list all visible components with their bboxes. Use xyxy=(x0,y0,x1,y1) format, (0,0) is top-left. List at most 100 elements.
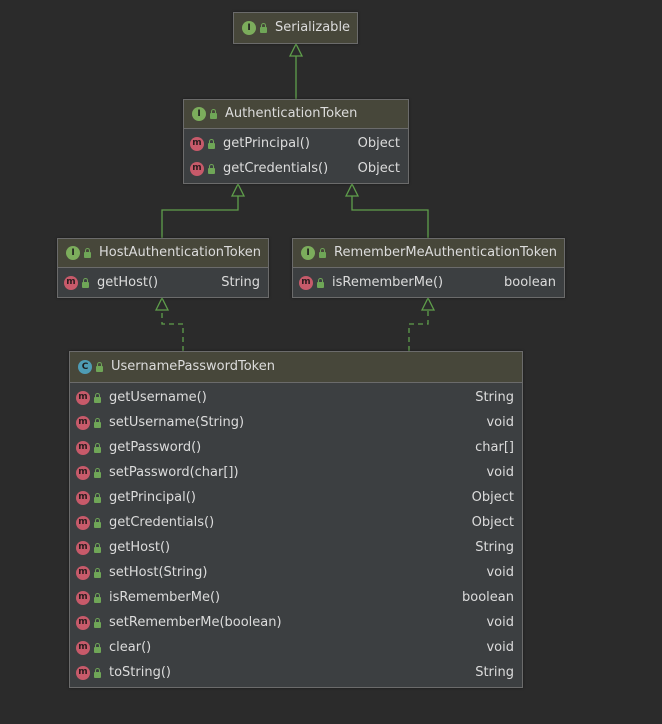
username-password-token-node[interactable]: C UsernamePasswordToken m getUsername() … xyxy=(69,351,523,688)
method-row[interactable]: m setUsername(String) void xyxy=(70,410,522,435)
edge-rememberme-token-to-authentication-token xyxy=(351,196,429,238)
public-visibility-icon xyxy=(93,667,103,679)
public-visibility-icon xyxy=(93,517,103,529)
method-name: setPassword(char[]) xyxy=(109,465,239,480)
node-title: Serializable xyxy=(275,20,351,35)
method-row[interactable]: m isRememberMe() boolean xyxy=(293,270,564,295)
method-icon: m xyxy=(76,515,90,530)
public-visibility-icon xyxy=(93,592,103,604)
arrowhead-rememberme-token xyxy=(420,296,436,311)
method-row[interactable]: m clear() void xyxy=(70,635,522,660)
public-visibility-icon xyxy=(93,617,103,629)
method-name: isRememberMe() xyxy=(109,590,221,605)
method-row[interactable]: m setRememberMe(boolean) void xyxy=(70,610,522,635)
edge-username-token-to-host-token xyxy=(161,310,184,351)
rememberme-authentication-token-node[interactable]: I RememberMeAuthenticationToken m isReme… xyxy=(292,238,565,298)
public-visibility-icon xyxy=(207,163,217,175)
method-return-type: Object xyxy=(471,515,514,530)
method-row[interactable]: m getCredentials() Object xyxy=(184,156,408,181)
public-visibility-icon xyxy=(259,22,269,34)
method-return-type: Object xyxy=(471,490,514,505)
method-row[interactable]: m setPassword(char[]) void xyxy=(70,460,522,485)
method-row[interactable]: m getHost() String xyxy=(70,535,522,560)
method-icon: m xyxy=(299,275,313,290)
method-name: setRememberMe(boolean) xyxy=(109,615,282,630)
interface-icon: I xyxy=(242,21,256,35)
arrowhead-authentication-token-left xyxy=(230,182,246,197)
public-visibility-icon xyxy=(93,492,103,504)
method-return-type: boolean xyxy=(504,275,556,290)
method-return-type: String xyxy=(221,275,260,290)
method-return-type: Object xyxy=(357,136,400,151)
method-icon: m xyxy=(76,615,90,630)
method-row[interactable]: m toString() String xyxy=(70,660,522,685)
node-title: HostAuthenticationToken xyxy=(99,245,262,260)
public-visibility-icon xyxy=(93,392,103,404)
method-name: clear() xyxy=(109,640,152,655)
method-return-type: boolean xyxy=(462,590,514,605)
method-return-type: String xyxy=(475,665,514,680)
method-row[interactable]: m isRememberMe() boolean xyxy=(70,585,522,610)
method-icon: m xyxy=(76,390,90,405)
public-visibility-icon xyxy=(318,247,328,259)
method-return-type: void xyxy=(486,615,514,630)
method-icon: m xyxy=(76,415,90,430)
node-title: RememberMeAuthenticationToken xyxy=(334,245,557,260)
public-visibility-icon xyxy=(93,467,103,479)
method-name: setUsername(String) xyxy=(109,415,245,430)
method-return-type: void xyxy=(486,465,514,480)
method-icon: m xyxy=(76,540,90,555)
edge-host-token-to-authentication-token xyxy=(161,196,239,238)
host-authentication-token-node[interactable]: I HostAuthenticationToken m getHost() St… xyxy=(57,238,269,298)
method-name: getHost() xyxy=(109,540,171,555)
arrowhead-host-token xyxy=(154,296,170,311)
public-visibility-icon xyxy=(93,542,103,554)
method-name: getUsername() xyxy=(109,390,207,405)
method-name: getPrincipal() xyxy=(109,490,196,505)
interface-icon: I xyxy=(192,107,206,121)
public-visibility-icon xyxy=(93,642,103,654)
method-name: getPassword() xyxy=(109,440,202,455)
method-icon: m xyxy=(190,161,204,176)
edge-username-token-to-rememberme-token xyxy=(408,310,429,351)
method-icon: m xyxy=(76,490,90,505)
arrowhead-authentication-token-right xyxy=(344,182,360,197)
method-row[interactable]: m setHost(String) void xyxy=(70,560,522,585)
node-title: AuthenticationToken xyxy=(225,106,358,121)
method-return-type: void xyxy=(486,565,514,580)
public-visibility-icon xyxy=(93,417,103,429)
method-name: setHost(String) xyxy=(109,565,208,580)
method-icon: m xyxy=(76,665,90,680)
serializable-node[interactable]: I Serializable xyxy=(233,12,358,44)
method-icon: m xyxy=(76,440,90,455)
method-name: getCredentials() xyxy=(223,161,329,176)
method-icon: m xyxy=(190,136,204,151)
method-row[interactable]: m getPrincipal() Object xyxy=(184,131,408,156)
public-visibility-icon xyxy=(316,277,326,289)
public-visibility-icon xyxy=(207,138,217,150)
method-row[interactable]: m getPassword() char[] xyxy=(70,435,522,460)
public-visibility-icon xyxy=(93,567,103,579)
method-icon: m xyxy=(76,640,90,655)
method-icon: m xyxy=(64,275,78,290)
authentication-token-node[interactable]: I AuthenticationToken m getPrincipal() O… xyxy=(183,99,409,184)
method-icon: m xyxy=(76,465,90,480)
method-name: getCredentials() xyxy=(109,515,215,530)
method-row[interactable]: m getHost() String xyxy=(58,270,268,295)
method-return-type: String xyxy=(475,540,514,555)
public-visibility-icon xyxy=(83,247,93,259)
method-row[interactable]: m getCredentials() Object xyxy=(70,510,522,535)
method-icon: m xyxy=(76,565,90,580)
method-row[interactable]: m getUsername() String xyxy=(70,385,522,410)
method-name: getHost() xyxy=(97,275,159,290)
node-title: UsernamePasswordToken xyxy=(111,359,275,374)
method-name: isRememberMe() xyxy=(332,275,444,290)
method-return-type: Object xyxy=(357,161,400,176)
method-row[interactable]: m getPrincipal() Object xyxy=(70,485,522,510)
method-return-type: String xyxy=(475,390,514,405)
method-name: getPrincipal() xyxy=(223,136,310,151)
public-visibility-icon xyxy=(81,277,91,289)
method-return-type: void xyxy=(486,640,514,655)
public-visibility-icon xyxy=(95,361,105,373)
